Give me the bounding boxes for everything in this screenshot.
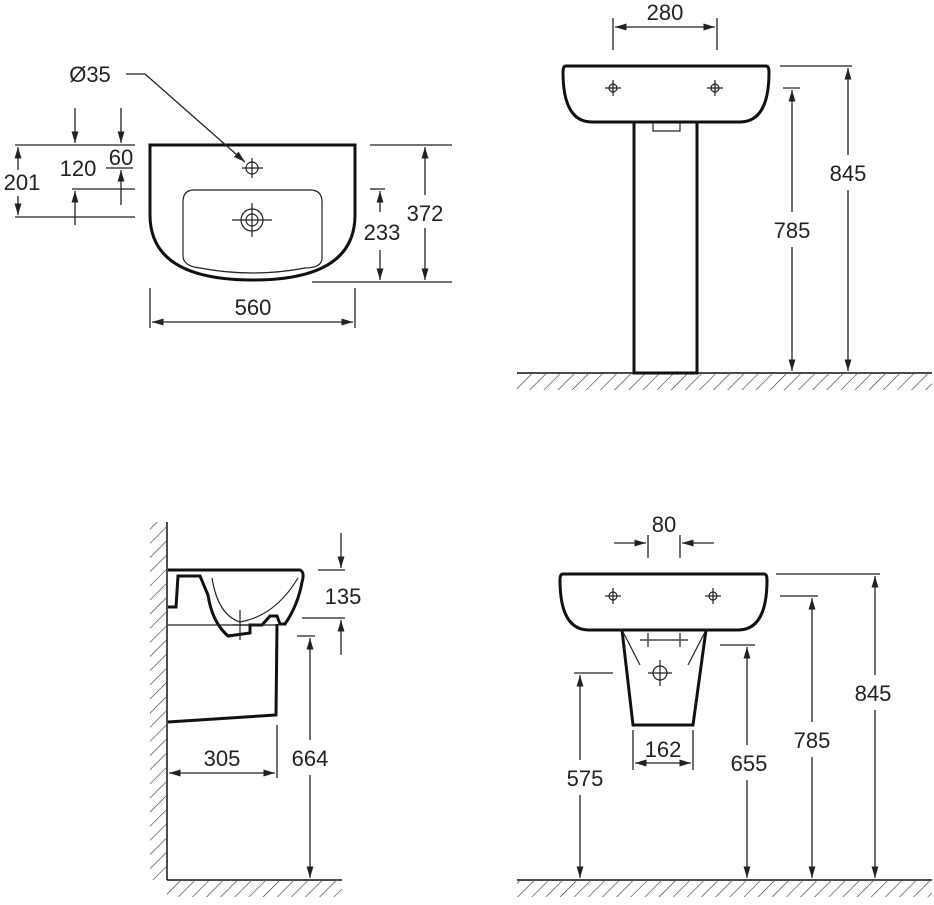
top-view: Ø35 201 120 60 372 233 560 [4,62,452,328]
floor-hatch [167,881,342,897]
tap-hole-icon [605,80,621,96]
dim-waste-height: 575 [567,766,604,791]
semi-pedestal-profile [167,623,279,724]
tap-hole-icon [707,80,723,96]
dim-pedestal-top-height: 655 [731,751,768,776]
floor-hatch [517,881,932,897]
dim-tap-hole-from-back: 60 [109,145,133,170]
fixing-holes-icon [640,633,688,686]
bowl-outline [182,189,323,274]
semi-pedestal-front-view: 80 162 575 655 785 845 [517,512,932,897]
tap-hole-icon [705,588,721,604]
dim-waste-from-back: 120 [60,156,97,181]
basin-outline [561,64,771,124]
dim-pedestal-width: 162 [645,737,682,762]
pedestal [632,120,699,375]
tap-hole-icon [242,158,263,178]
waste-outlet-icon [232,203,272,237]
dim-tap-height: 785 [794,728,831,753]
dim-tap-height: 785 [774,218,811,243]
dim-basin-depth: 135 [325,584,362,609]
semi-pedestal-side-view: 135 305 664 [150,522,361,897]
dim-width: 560 [235,295,272,320]
dim-rim-height: 845 [855,681,892,706]
dim-bowl-depth: 233 [364,220,401,245]
semi-pedestal [620,629,708,727]
floor-hatch [517,374,932,390]
wall-hatch [150,522,166,880]
pedestal-front-view: 280 845 785 [517,0,932,390]
tap-hole-icon [605,588,621,604]
dim-projection: 305 [204,746,241,771]
dim-fixing-centres: 80 [652,512,676,537]
dim-tap-centres: 280 [647,0,684,25]
dim-depth: 372 [407,201,444,226]
basin-outline [558,572,769,632]
dim-underside-height: 664 [292,746,329,771]
basin-outline [148,143,357,282]
basin-profile [168,568,305,638]
dim-tap-hole-diameter: Ø35 [69,62,111,87]
dim-bowl-from-back: 201 [4,170,41,195]
dim-rim-height: 845 [830,161,867,186]
